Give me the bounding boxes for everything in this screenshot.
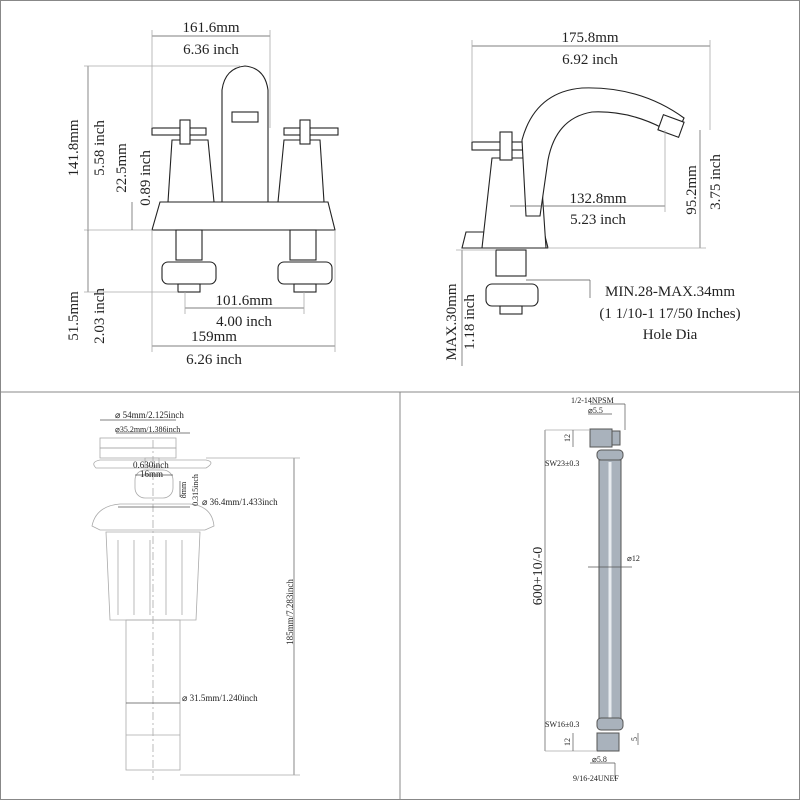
max-thickness-in: 1.18 inch — [462, 294, 478, 350]
hose-tip-length: 5 — [630, 737, 639, 741]
hose-diameter: ⌀12 — [627, 554, 640, 563]
hose-top-bore: ⌀5.5 — [588, 406, 603, 415]
side-width-in: 6.92 inch — [562, 52, 618, 68]
hose-top-wrench: SW23±0.3 — [545, 459, 579, 468]
center-mm: 101.6mm — [215, 293, 272, 309]
reach-in: 5.23 inch — [570, 212, 626, 228]
hose-bottom-thread: 9/16-24UNEF — [573, 774, 619, 783]
front-faucet-drawing — [151, 65, 339, 293]
center-in: 4.00 inch — [216, 314, 272, 330]
spout-height-mm: 95.2mm — [684, 165, 700, 215]
drain-slot-height-in: 0.315inch — [191, 474, 200, 506]
hole-dia-in: (1 1/10-1 17/50 Inches) — [599, 306, 740, 322]
drain-slot-width-in: 0.630inch — [133, 460, 169, 470]
side-width-mm: 175.8mm — [561, 30, 618, 46]
hose-length: 600+10/-0 — [531, 547, 546, 605]
shank-in: 2.03 inch — [92, 288, 108, 344]
side-faucet-drawing — [461, 87, 685, 315]
drain-length: 185mm/7.283inch — [285, 579, 295, 645]
front-height-in: 5.58 inch — [92, 120, 108, 176]
base-height-mm: 22.5mm — [114, 143, 130, 193]
drain-slot-height-mm: 8mm — [179, 481, 188, 498]
hose-bottom-bore: ⌀5.8 — [592, 755, 607, 764]
front-height-mm: 141.8mm — [66, 119, 82, 176]
front-width-mm: 161.6mm — [182, 20, 239, 36]
front-width-in: 6.36 inch — [183, 42, 239, 58]
drain-body-diameter: ⌀ 36.4mm/1.433inch — [202, 497, 278, 507]
plate-mm: 159mm — [191, 329, 237, 345]
drain-pipe-diameter: ⌀ 31.5mm/1.240inch — [182, 693, 258, 703]
hole-dia-label: Hole Dia — [643, 327, 698, 343]
hose-drawing — [589, 428, 624, 752]
shank-mm: 51.5mm — [66, 291, 82, 341]
spout-height-in: 3.75 inch — [708, 154, 724, 210]
drain-view: ⌀ 54mm/2.125inch ⌀35.2mm/1.386inch 0.630… — [91, 410, 300, 780]
hose-bottom-length: 12 — [563, 738, 572, 746]
side-view: 175.8mm 6.92 inch 132.8mm 5.23 inch 95.2… — [444, 30, 741, 366]
hose-view: 1/2-14NPSM ⌀5.5 12 SW23±0.3 600+10/-0 ⌀1… — [531, 396, 640, 783]
drain-outer-diameter: ⌀ 54mm/2.125inch — [115, 410, 184, 420]
hose-top-thread: 1/2-14NPSM — [571, 396, 614, 405]
front-view: 161.6mm 6.36 inch 141.8mm 5.58 inch 22.5… — [66, 20, 339, 368]
plate-in: 6.26 inch — [186, 352, 242, 368]
drain-slot-width-mm: 16mm — [140, 469, 163, 479]
hose-bottom-wrench: SW16±0.3 — [545, 720, 579, 729]
hose-top-length: 12 — [563, 434, 572, 442]
reach-mm: 132.8mm — [569, 191, 626, 207]
base-height-in: 0.89 inch — [138, 150, 154, 206]
hole-dia-mm: MIN.28-MAX.34mm — [605, 284, 735, 300]
drain-flange-diameter: ⌀35.2mm/1.386inch — [115, 425, 180, 434]
max-thickness-mm: MAX.30mm — [444, 283, 460, 360]
drain-drawing — [91, 437, 215, 780]
